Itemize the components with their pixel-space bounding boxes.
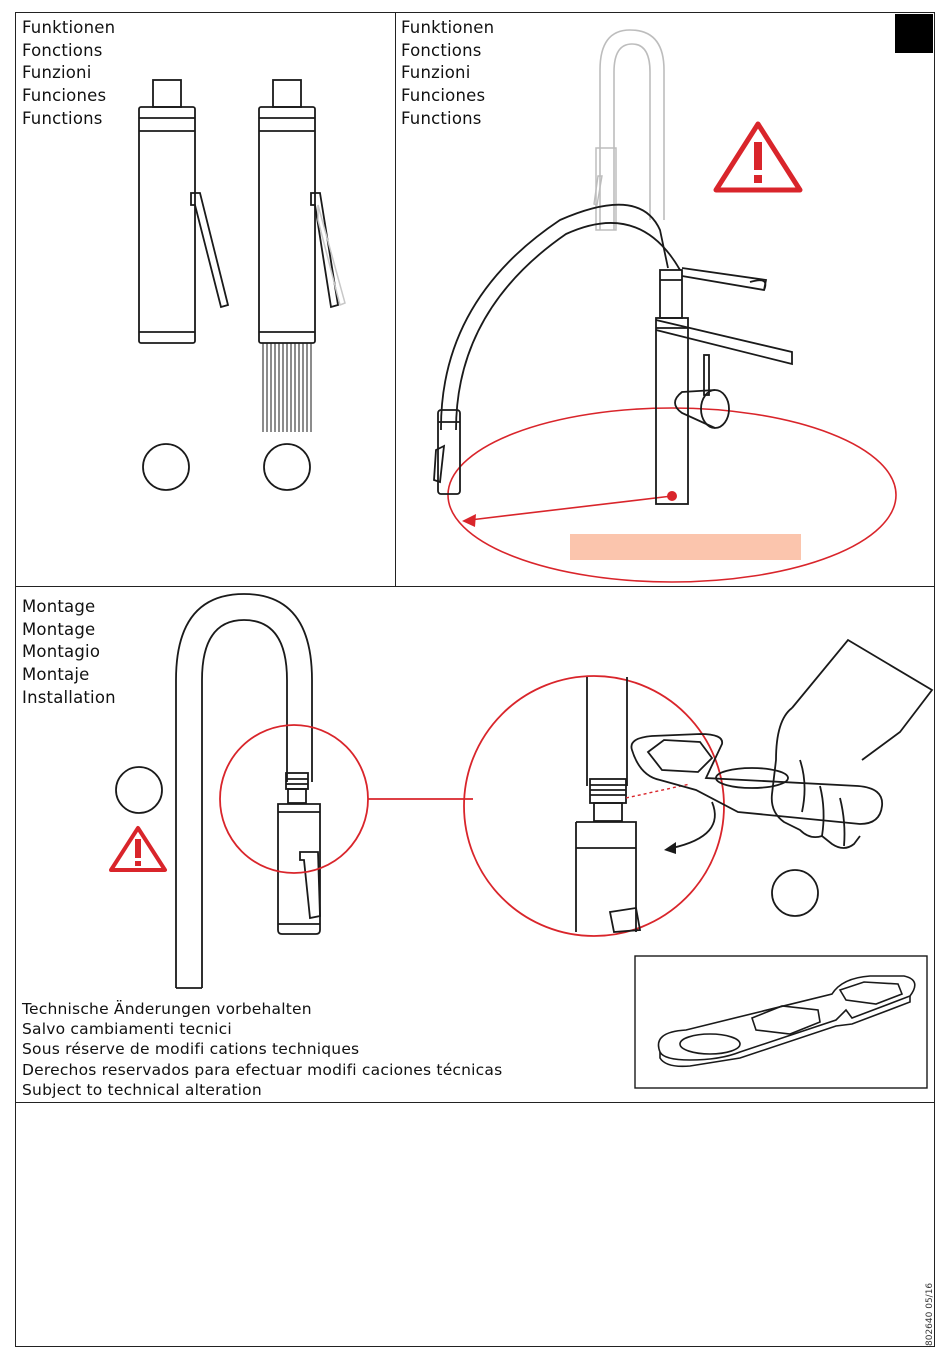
corner-marker (895, 14, 933, 53)
label-line: Fonctions (22, 40, 103, 60)
technical-note: Technische Änderungen vorbehalten Salvo … (22, 999, 502, 1100)
functions-left-labels: Funktionen Fonctions Funzioni Funciones … (22, 17, 115, 131)
label-line: Funktionen (22, 18, 116, 37)
label-line: Montagio (22, 642, 101, 662)
note-line: Derechos reservados para efectuar modifi… (22, 1060, 503, 1079)
label-line: Fonctions (401, 40, 482, 60)
warning-triangle-icon (109, 826, 167, 872)
montage-labels: Montage Montage Montagio Montaje Install… (22, 596, 116, 710)
label-line: Montaje (22, 665, 90, 685)
label-line: Funktionen (401, 18, 495, 37)
note-line: Salvo cambiamenti tecnici (22, 1020, 232, 1039)
panel-empty (15, 1102, 935, 1347)
label-line: Montage (22, 597, 96, 616)
label-line: Functions (401, 108, 482, 128)
functions-right-labels: Funktionen Fonctions Funzioni Funciones … (401, 17, 494, 131)
label-line: Installation (22, 687, 116, 707)
note-line: Technische Änderungen vorbehalten (22, 1000, 312, 1018)
label-line: Funzioni (22, 63, 92, 83)
label-line: Montage (22, 619, 96, 639)
label-line: Funciones (22, 86, 107, 106)
hand-icon (770, 638, 934, 849)
caution-highlight-band (570, 534, 801, 560)
label-line: Funzioni (401, 63, 471, 83)
note-line: Subject to technical alteration (22, 1080, 262, 1099)
label-line: Funciones (401, 86, 486, 106)
note-line: Sous réserve de modifi cations technique… (22, 1040, 360, 1059)
label-line: Functions (22, 108, 103, 128)
wrench-tool-icon (630, 733, 883, 825)
warning-triangle-icon (713, 121, 803, 193)
